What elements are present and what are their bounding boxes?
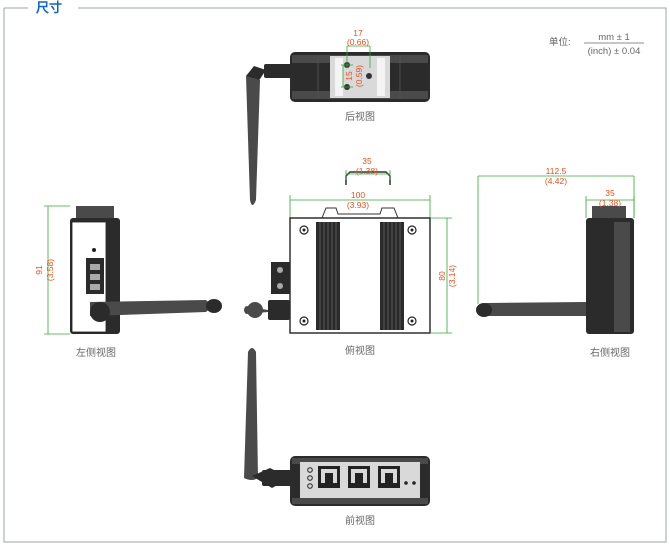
ethernet-port-3	[378, 466, 400, 488]
top-width-in: (3.93)	[347, 200, 369, 210]
left-height-mm: 91	[34, 265, 44, 275]
units-legend: 单位: mm ± 1 (inch) ± 0.04	[549, 32, 644, 57]
rear-height-in: (0.59)	[354, 65, 364, 87]
top-depth-mm: 80	[437, 271, 447, 281]
section-title: 尺寸	[36, 0, 62, 15]
right-rail-mm: 35	[605, 188, 615, 198]
ethernet-port-2	[348, 466, 370, 488]
top-body	[289, 217, 431, 334]
units-label: 单位:	[549, 36, 571, 48]
left-view: 91 (3.58) 左侧视图	[34, 205, 222, 359]
top-terminal-block	[271, 262, 290, 294]
front-view: 前视图	[244, 348, 430, 527]
right-view-caption: 右侧视图	[590, 346, 630, 359]
units-metric: mm ± 1	[598, 32, 630, 43]
front-antenna	[244, 348, 292, 488]
rear-view-caption: 后视图	[345, 110, 375, 123]
top-rail-in: (1.38)	[356, 166, 378, 176]
rear-antenna	[246, 64, 294, 205]
top-view: 35 (1.38) 100 (3.93)	[244, 156, 457, 357]
right-total-mm: 112.5	[546, 166, 567, 176]
right-total-in: (4.42)	[545, 176, 567, 186]
rear-height-mm: 15	[344, 71, 354, 81]
units-imperial: (inch) ± 0.04	[588, 46, 641, 57]
rear-view: 17 (0.66) 15 (0.59) 后视图	[246, 28, 430, 205]
right-antenna	[476, 302, 586, 317]
top-view-caption: 俯视图	[345, 344, 375, 357]
right-view: 112.5 (4.42) 35 (1.38) 右侧视图	[476, 166, 635, 359]
top-rail-mm: 35	[362, 156, 372, 166]
rear-width-in: (0.66)	[347, 37, 369, 47]
ethernet-port-1	[318, 466, 340, 488]
top-width-mm: 100	[351, 190, 365, 200]
front-view-caption: 前视图	[345, 514, 375, 527]
left-antenna	[90, 299, 222, 322]
rear-width-mm: 17	[353, 28, 363, 38]
top-antenna	[244, 300, 290, 320]
frame	[3, 7, 667, 543]
right-rail-in: (1.38)	[599, 198, 621, 208]
top-depth-in: (3.14)	[447, 265, 457, 287]
left-height-in: (3.58)	[45, 259, 55, 281]
left-view-caption: 左侧视图	[76, 346, 116, 359]
